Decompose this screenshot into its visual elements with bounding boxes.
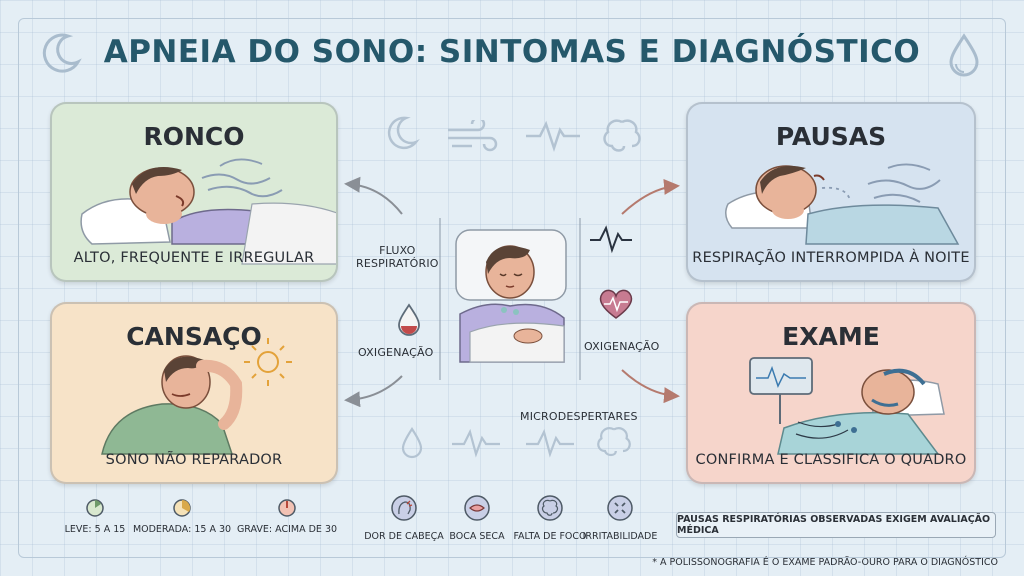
brain-icon xyxy=(603,119,641,152)
label-fluxo-respiratorio: FLUXO RESPIRATÓRIO xyxy=(356,244,439,270)
pulse-icon xyxy=(526,428,574,458)
heartbeat-icon xyxy=(590,225,632,254)
fatigue-illustration xyxy=(101,338,292,455)
wind-icon xyxy=(448,120,498,152)
legend-label: LEVE: 5 A 15 xyxy=(64,524,126,535)
symptom-label: IRRITABILIDADE xyxy=(582,531,658,542)
head-pain-icon xyxy=(391,495,417,521)
card-caption: SONO NÃO REPARADOR xyxy=(105,452,283,468)
page-frame xyxy=(18,18,1006,558)
severity-legend-leve: LEVE: 5 A 15 xyxy=(60,498,130,535)
legend-label: GRAVE: ACIMA DE 30 xyxy=(236,524,338,535)
water-drop-icon xyxy=(949,33,979,77)
irritability-icon xyxy=(607,495,633,521)
card-caption: ALTO, FREQUENTE E IRREGULAR xyxy=(73,250,315,266)
card-cansaco: CANSAÇO SONO NÃO REPARADOR xyxy=(50,302,338,484)
snoring-illustration xyxy=(80,158,336,265)
pulse-icon xyxy=(526,120,580,152)
label-line: FLUXO xyxy=(379,244,416,257)
severity-legend-moderada: MODERADA: 15 A 30 xyxy=(132,498,232,535)
polysomnography-illustration xyxy=(749,357,945,455)
sleeping-person-illustration xyxy=(455,229,567,363)
blood-drop-icon xyxy=(398,303,420,336)
card-title: EXAME xyxy=(782,322,880,351)
card-caption: RESPIRAÇÃO INTERROMPIDA À NOITE xyxy=(692,250,970,266)
card-ronco: RONCO ALTO, FREQUENTE E IRREGULAR xyxy=(50,102,338,282)
card-title: PAUSAS xyxy=(775,122,887,151)
severity-dial-icon xyxy=(278,499,296,517)
card-exame: EXAME CONFIRMA E CLASSIFICA O QUADRO xyxy=(686,302,976,484)
apnea-pause-illustration xyxy=(725,163,960,245)
label-microdespertares: MICRODESPERTARES xyxy=(520,410,638,423)
footnote: * A POLISSONOGRAFIA É O EXAME PADRÃO-OUR… xyxy=(652,557,998,568)
symptom-falta-de-foco: FALTA DE FOCO xyxy=(505,494,595,542)
brain-focus-icon xyxy=(537,495,563,521)
heart-rate-icon xyxy=(599,289,633,319)
pulse-icon xyxy=(452,428,500,458)
brain-icon xyxy=(597,427,631,457)
symptom-boca-seca: BOCA SECA xyxy=(432,494,522,542)
water-drop-icon xyxy=(401,427,423,459)
symptom-irritabilidade: IRRITABILIDADE xyxy=(575,494,665,542)
card-pausas: PAUSAS RESPIRAÇÃO INTERROMPIDA À NOITE xyxy=(686,102,976,282)
severity-legend-grave: GRAVE: ACIMA DE 30 xyxy=(232,498,342,535)
label-oxigenacao-right: OXIGENAÇÃO xyxy=(584,340,660,353)
label-oxigenacao-left: OXIGENAÇÃO xyxy=(358,346,434,359)
severity-dial-icon xyxy=(173,499,191,517)
dry-mouth-icon xyxy=(464,495,490,521)
symptom-label: DOR DE CABEÇA xyxy=(364,531,444,542)
label-line: RESPIRATÓRIO xyxy=(356,257,439,270)
moon-icon xyxy=(387,116,420,150)
medical-warning-banner: PAUSAS RESPIRATÓRIAS OBSERVADAS EXIGEM A… xyxy=(676,512,996,538)
card-title: CANSAÇO xyxy=(126,322,262,351)
severity-dial-icon xyxy=(86,499,104,517)
page-title: APNEIA DO SONO: SINTOMAS E DIAGNÓSTICO xyxy=(103,34,921,70)
card-title: RONCO xyxy=(143,122,245,151)
moon-icon xyxy=(42,33,82,73)
card-caption: CONFIRMA E CLASSIFICA O QUADRO xyxy=(695,452,967,468)
legend-label: MODERADA: 15 A 30 xyxy=(132,524,232,535)
symptom-label: FALTA DE FOCO xyxy=(513,531,587,542)
symptom-dor-de-cabeca: DOR DE CABEÇA xyxy=(359,494,449,542)
symptom-label: BOCA SECA xyxy=(449,531,505,542)
